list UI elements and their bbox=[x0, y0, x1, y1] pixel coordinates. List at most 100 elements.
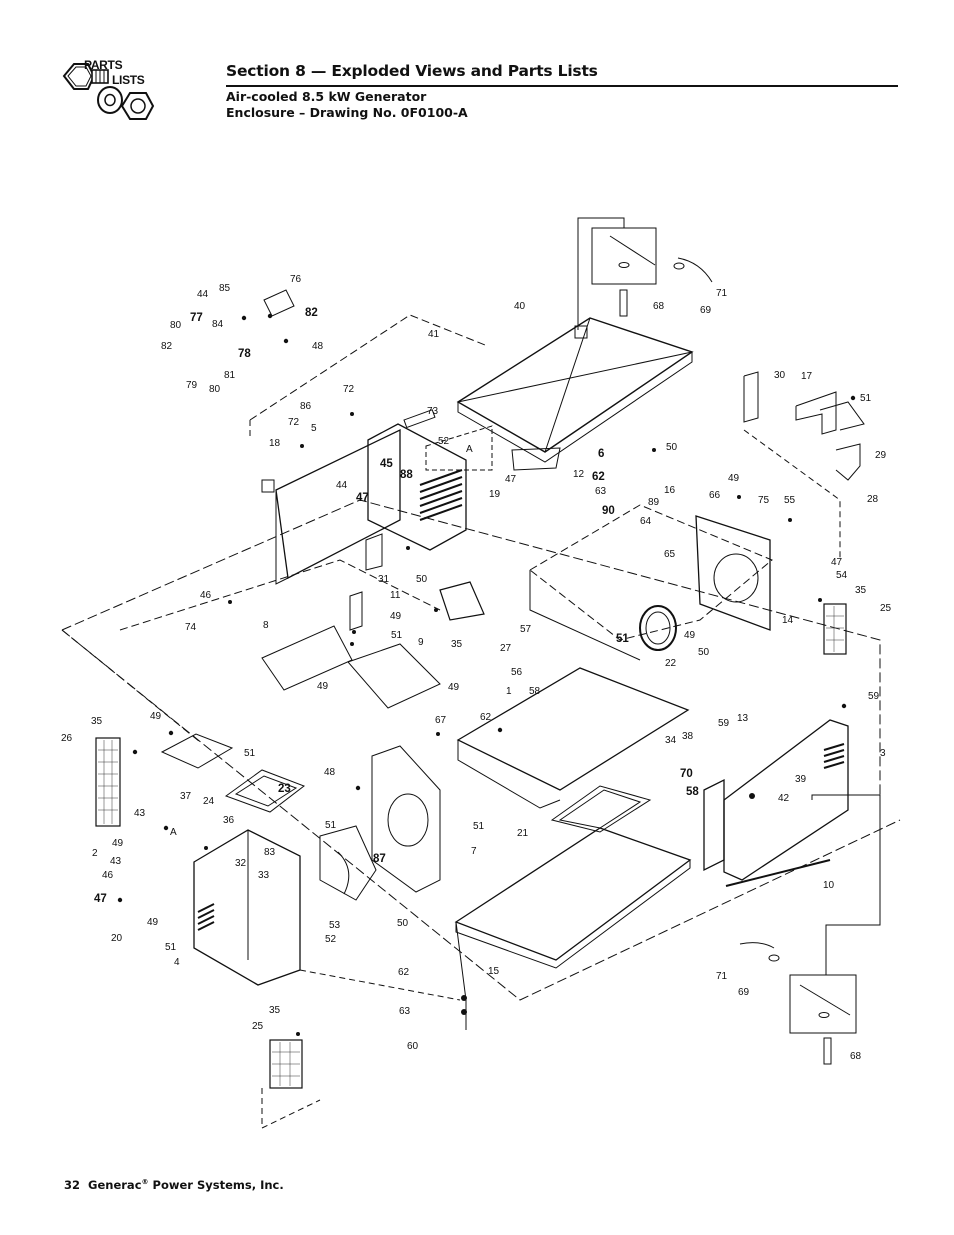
part-callout: 39 bbox=[795, 774, 807, 785]
part-callout: 19 bbox=[489, 489, 501, 500]
part-callout: 47 bbox=[356, 492, 369, 504]
part-callout: 87 bbox=[373, 853, 386, 865]
part-callout: A bbox=[170, 827, 177, 838]
part-callout: 52 bbox=[438, 436, 450, 447]
part-callout: 65 bbox=[664, 549, 676, 560]
part-callout: 14 bbox=[782, 615, 794, 626]
part-callout: 59 bbox=[868, 691, 880, 702]
part-callout: 73 bbox=[427, 406, 439, 417]
part-callout: 51 bbox=[391, 630, 403, 641]
part-callout: 75 bbox=[758, 495, 770, 506]
part-callout: 54 bbox=[836, 570, 848, 581]
part-callout: 63 bbox=[399, 1006, 411, 1017]
part-callout: 49 bbox=[728, 473, 740, 484]
part-callout: 58 bbox=[686, 786, 699, 798]
part-callout: 50 bbox=[416, 574, 428, 585]
part-callout: 46 bbox=[102, 870, 114, 881]
part-callout: 52 bbox=[325, 934, 337, 945]
part-callout: 89 bbox=[648, 497, 660, 508]
part-callout: 31 bbox=[378, 574, 390, 585]
company-suffix: Power Systems, Inc. bbox=[152, 1178, 284, 1192]
part-callout: 51 bbox=[165, 942, 177, 953]
part-callout: 49 bbox=[112, 838, 124, 849]
part-callout: 9 bbox=[418, 637, 424, 648]
part-callout: 59 bbox=[718, 718, 730, 729]
part-callout: 51 bbox=[473, 821, 485, 832]
part-callout: 69 bbox=[738, 987, 750, 998]
section-title: Section 8 — Exploded Views and Parts Lis… bbox=[226, 62, 598, 80]
part-callout: 37 bbox=[180, 791, 192, 802]
part-callout: 85 bbox=[219, 283, 231, 294]
page-footer: 32 Generac® Power Systems, Inc. bbox=[64, 1178, 284, 1192]
part-callout: 82 bbox=[305, 307, 318, 319]
part-callout: 68 bbox=[850, 1051, 862, 1062]
part-callout: 25 bbox=[880, 603, 892, 614]
part-callout: 67 bbox=[435, 715, 447, 726]
company-name: Generac bbox=[88, 1178, 142, 1192]
part-callout: 22 bbox=[665, 658, 677, 669]
part-callout: 38 bbox=[682, 731, 694, 742]
drawing-subtitle-model: Air-cooled 8.5 kW Generator bbox=[226, 89, 427, 104]
part-callout: 49 bbox=[390, 611, 402, 622]
part-callout: 17 bbox=[801, 371, 813, 382]
part-callout: 79 bbox=[186, 380, 198, 391]
part-callout: 36 bbox=[223, 815, 235, 826]
part-callout: 63 bbox=[595, 486, 607, 497]
part-callout: 35 bbox=[855, 585, 867, 596]
part-callout: 49 bbox=[150, 711, 162, 722]
part-callout: 83 bbox=[264, 847, 276, 858]
part-callout: 47 bbox=[831, 557, 843, 568]
part-callout: 28 bbox=[867, 494, 879, 505]
title-rule bbox=[226, 85, 898, 87]
part-callout: 20 bbox=[111, 933, 123, 944]
part-callout: 69 bbox=[700, 305, 712, 316]
part-callout: 44 bbox=[197, 289, 209, 300]
part-callout: 51 bbox=[244, 748, 256, 759]
parts-lists-logo: PARTS LISTS bbox=[62, 56, 162, 131]
part-callout: 86 bbox=[300, 401, 312, 412]
part-callout: 66 bbox=[709, 490, 721, 501]
part-callout: 5 bbox=[311, 423, 317, 434]
page-number: 32 bbox=[64, 1178, 81, 1192]
part-callout: 23 bbox=[278, 783, 291, 795]
part-callout: 35 bbox=[451, 639, 463, 650]
part-callout: 55 bbox=[784, 495, 796, 506]
part-callout: 10 bbox=[823, 880, 835, 891]
part-callout: 3 bbox=[880, 748, 886, 759]
part-callout: 46 bbox=[200, 590, 212, 601]
part-callout: 88 bbox=[400, 469, 413, 481]
part-callout: 56 bbox=[511, 667, 523, 678]
part-callout: 78 bbox=[238, 348, 251, 360]
part-callout: 32 bbox=[235, 858, 247, 869]
part-callout: 34 bbox=[665, 735, 677, 746]
part-callout: 24 bbox=[203, 796, 215, 807]
part-callout: 80 bbox=[209, 384, 221, 395]
part-callout: 45 bbox=[380, 458, 393, 470]
part-callout: 80 bbox=[170, 320, 182, 331]
part-callout: 35 bbox=[269, 1005, 281, 1016]
part-callout: 35 bbox=[91, 716, 103, 727]
part-callout: 70 bbox=[680, 768, 693, 780]
part-callout: 82 bbox=[161, 341, 173, 352]
part-callout: 51 bbox=[325, 820, 337, 831]
drawing-subtitle-number: Enclosure – Drawing No. 0F0100-A bbox=[226, 105, 468, 120]
part-callout: 16 bbox=[664, 485, 676, 496]
part-callout: 62 bbox=[480, 712, 492, 723]
part-callout: 2 bbox=[92, 848, 98, 859]
part-callout: 50 bbox=[698, 647, 710, 658]
part-callout: 49 bbox=[448, 682, 460, 693]
part-callout: 72 bbox=[343, 384, 355, 395]
part-callout: 11 bbox=[390, 590, 401, 601]
part-callout: 77 bbox=[190, 312, 203, 324]
logo-label-lists: LISTS bbox=[112, 73, 145, 87]
part-callout: 13 bbox=[737, 713, 749, 724]
part-callout: 27 bbox=[500, 643, 512, 654]
nut-bolt-washer-icon bbox=[62, 63, 155, 120]
part-callout: 21 bbox=[517, 828, 529, 839]
part-callout: A bbox=[466, 444, 473, 455]
part-callout: 60 bbox=[407, 1041, 419, 1052]
part-callout: 18 bbox=[269, 438, 281, 449]
part-callout: 58 bbox=[529, 686, 541, 697]
part-callout: 50 bbox=[666, 442, 678, 453]
